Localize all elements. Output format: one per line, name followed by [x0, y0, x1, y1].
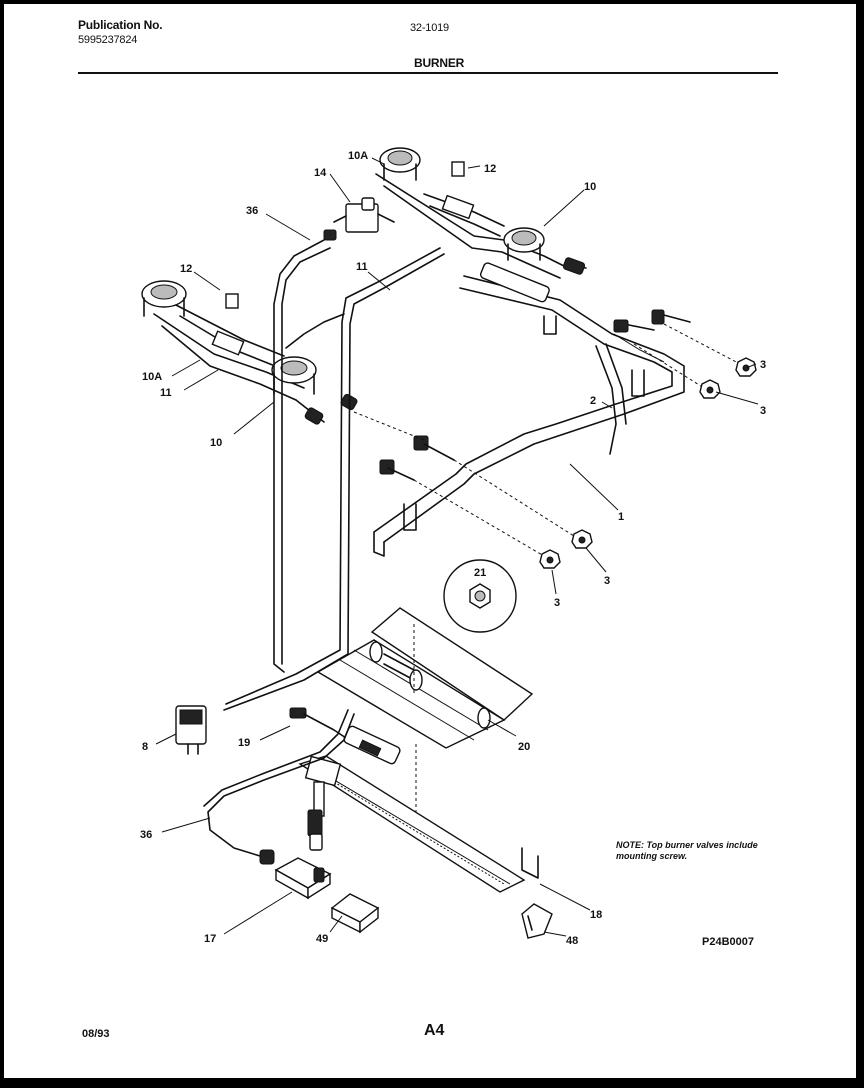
bracket-49 — [330, 893, 380, 934]
callout-14: 14 — [314, 167, 327, 179]
bracket-48 — [521, 903, 553, 939]
footer-date: 08/93 — [82, 1028, 110, 1040]
callout-10a-left: 10A — [142, 371, 162, 383]
page-number: A4 — [424, 1022, 445, 1039]
callout-12-top: 12 — [484, 163, 496, 175]
callout-1: 1 — [618, 511, 624, 523]
callout-3-a: 3 — [760, 359, 766, 371]
valve-17 — [274, 857, 332, 900]
parts-diagram-sheet: Publication No. 5995237824 32-1019 BURNE… — [4, 4, 856, 1078]
callout-17: 17 — [204, 933, 216, 945]
callout-3-b: 3 — [760, 405, 766, 417]
callout-48: 48 — [566, 935, 578, 947]
right-valve-knobs — [699, 357, 757, 399]
header-rule — [78, 72, 778, 74]
callout-36-bottom: 36 — [140, 829, 152, 841]
bracket-8 — [175, 705, 207, 755]
broil-burner-18 — [298, 755, 539, 893]
nut-21-inset — [443, 559, 517, 633]
callout-12-left: 12 — [180, 263, 192, 275]
valve-14 — [323, 197, 395, 241]
publication-label: Publication No. — [78, 18, 163, 32]
right-burner-tube-assembly — [375, 147, 587, 279]
callout-8: 8 — [142, 741, 148, 753]
left-burner-valves — [353, 411, 593, 569]
model-number: 32-1019 — [410, 22, 449, 34]
callout-10-top: 10 — [584, 181, 596, 193]
callout-2: 2 — [590, 395, 596, 407]
left-burner-tube-assembly — [141, 280, 358, 425]
callout-18: 18 — [590, 909, 602, 921]
callout-labels: 10A 12 14 10 36 11 12 10A 11 10 3 3 2 1 … — [140, 150, 766, 947]
gas-manifold-1 — [373, 262, 685, 557]
publication-number: 5995237824 — [78, 34, 138, 46]
tube-36-bottom — [203, 709, 355, 865]
callout-21: 21 — [474, 567, 486, 579]
tubing-36-11 — [223, 239, 445, 711]
drawing-code: P24B0007 — [702, 936, 754, 948]
oven-burner-20 — [316, 607, 534, 824]
right-burner-valves — [613, 309, 741, 389]
callout-49: 49 — [316, 933, 328, 945]
callout-3-c: 3 — [604, 575, 610, 587]
burner-exploded-diagram: 10A 12 14 10 36 11 12 10A 11 10 3 3 2 1 … — [140, 147, 766, 947]
callout-11-left: 11 — [160, 387, 172, 399]
leader-lines — [155, 157, 759, 937]
callout-20: 20 — [518, 741, 530, 753]
callout-3-d: 3 — [554, 597, 560, 609]
callout-11-top: 11 — [356, 261, 368, 273]
callout-19: 19 — [238, 737, 250, 749]
callout-10a-top: 10A — [348, 150, 368, 162]
mounting-note: NOTE: Top burner valves include mounting… — [616, 840, 758, 861]
callout-36-top: 36 — [246, 205, 258, 217]
section-title: BURNER — [414, 56, 465, 70]
callout-10-left: 10 — [210, 437, 222, 449]
